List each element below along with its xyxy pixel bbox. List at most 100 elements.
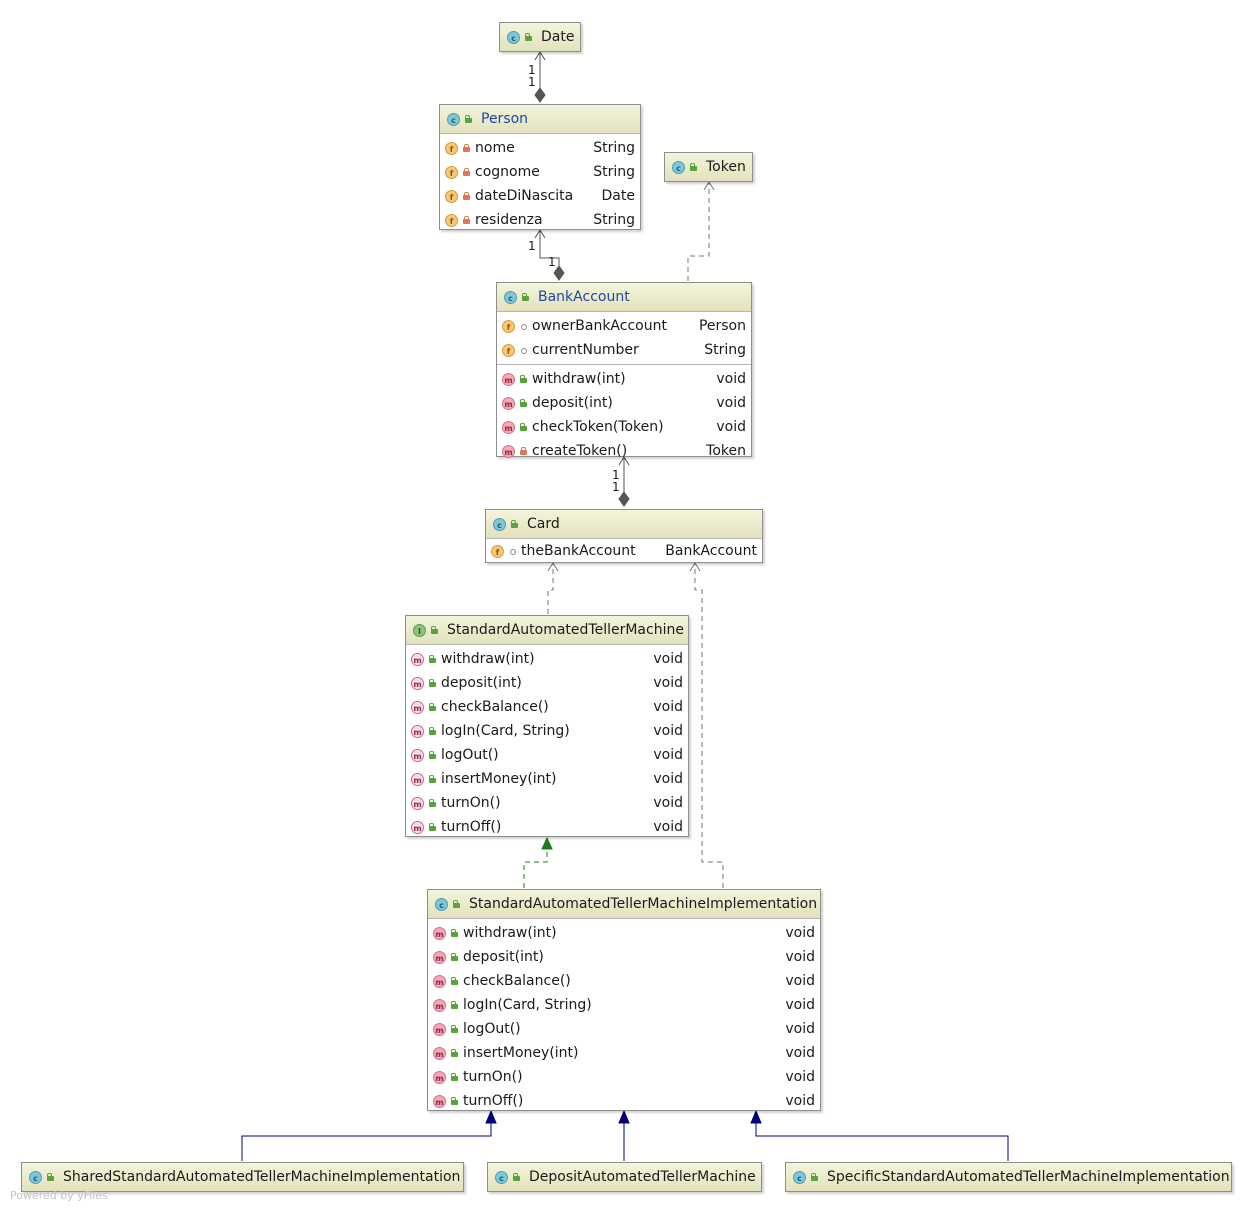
method-return-type: void [653, 771, 683, 787]
class-specific-atm-implementation[interactable]: c SpecificStandardAutomatedTellerMachine… [785, 1162, 1232, 1192]
class-icon: c [672, 160, 685, 174]
method-return-type: void [653, 747, 683, 763]
class-header: c DepositAutomatedTellerMachine [488, 1163, 761, 1191]
field-type: String [593, 164, 635, 180]
class-header: c SharedStandardAutomatedTellerMachineIm… [22, 1163, 463, 1191]
class-deposit-atm[interactable]: c DepositAutomatedTellerMachine [487, 1162, 762, 1192]
private-lock-icon [462, 167, 471, 177]
multiplicity-label: 1 [548, 255, 556, 269]
class-header: c Date [500, 23, 580, 51]
method-icon: m [433, 1094, 446, 1108]
class-name: Date [541, 29, 575, 45]
field-row[interactable]: f dateDiNascita Date [440, 184, 640, 208]
method-row[interactable]: m createToken() Token [497, 439, 751, 463]
class-name: SpecificStandardAutomatedTellerMachineIm… [827, 1169, 1230, 1185]
abstract-method-icon: m [411, 724, 424, 738]
public-visibility-icon [452, 899, 461, 909]
field-row[interactable]: f theBankAccount BankAccount [486, 539, 762, 563]
method-return-type: void [785, 1069, 815, 1085]
private-lock-icon [462, 143, 471, 153]
method-return-type: void [653, 795, 683, 811]
public-visibility-icon [524, 32, 533, 42]
multiplicity-label: 1 [612, 480, 620, 494]
method-row[interactable]: m turnOn() void [428, 1065, 820, 1089]
field-type: BankAccount [665, 543, 757, 559]
method-name: logOut() [463, 1021, 521, 1037]
method-icon: m [433, 1070, 446, 1084]
multiplicity-label: 1 [528, 75, 536, 89]
public-visibility-icon [428, 750, 437, 760]
field-row[interactable]: f ownerBankAccount Person [497, 314, 751, 338]
class-name: StandardAutomatedTellerMachine [447, 622, 684, 638]
class-icon: c [447, 112, 460, 126]
class-token[interactable]: c Token [664, 152, 753, 182]
class-card[interactable]: c Card f theBankAccount BankAccount [485, 509, 763, 563]
method-name: deposit(int) [463, 949, 544, 965]
class-name[interactable]: BankAccount [538, 289, 630, 305]
class-person[interactable]: c Person f nome String f cognome String … [439, 104, 641, 230]
field-type: Date [601, 188, 635, 204]
class-standard-atm-implementation[interactable]: c StandardAutomatedTellerMachineImplemen… [427, 889, 821, 1111]
class-header: c Token [665, 153, 752, 181]
multiplicity-label: 1 [528, 63, 536, 77]
class-icon: c [493, 517, 506, 531]
method-name: turnOn() [463, 1069, 523, 1085]
multiplicity-label: 1 [528, 239, 536, 253]
edge-bankaccount-token-dependency [687, 181, 715, 281]
public-visibility-icon [428, 774, 437, 784]
public-visibility-icon [428, 702, 437, 712]
edge-atm-card-dependency [547, 562, 559, 614]
method-name: insertMoney(int) [441, 771, 557, 787]
method-row[interactable]: m withdraw(int) void [497, 367, 751, 391]
field-row[interactable]: f currentNumber String [497, 338, 751, 362]
field-type: String [704, 342, 746, 358]
public-visibility-icon [450, 1072, 459, 1082]
public-visibility-icon [510, 519, 519, 529]
field-type: Person [698, 318, 746, 334]
field-name: nome [475, 140, 515, 156]
field-row[interactable]: f residenza String [440, 208, 640, 232]
method-row[interactable]: m deposit(int) void [497, 391, 751, 415]
class-shared-atm-implementation[interactable]: c SharedStandardAutomatedTellerMachineIm… [21, 1162, 464, 1192]
method-return-type: void [785, 973, 815, 989]
public-visibility-icon [450, 1048, 459, 1058]
class-icon: c [435, 897, 448, 911]
method-name: withdraw(int) [463, 925, 557, 941]
fields-section: f nome String f cognome String f dateDiN… [440, 133, 640, 234]
class-header: c StandardAutomatedTellerMachineImplemen… [428, 890, 820, 918]
class-header: c BankAccount [497, 283, 751, 311]
method-return-type: Token [706, 443, 746, 459]
method-row[interactable]: m checkToken(Token) void [497, 415, 751, 439]
class-bankaccount[interactable]: c BankAccount f ownerBankAccount Person … [496, 282, 752, 459]
method-return-type: void [653, 699, 683, 715]
public-visibility-icon [46, 1172, 55, 1182]
field-icon: f [502, 319, 515, 333]
fields-section: f theBankAccount BankAccount [486, 538, 762, 563]
class-icon: c [495, 1170, 508, 1184]
field-row[interactable]: f nome String [440, 136, 640, 160]
method-return-type: void [716, 395, 746, 411]
public-visibility-icon [519, 422, 528, 432]
method-name: withdraw(int) [441, 651, 535, 667]
class-header: I StandardAutomatedTellerMachine [406, 616, 688, 644]
class-name[interactable]: Person [481, 111, 529, 127]
field-row[interactable]: f cognome String [440, 160, 640, 184]
class-date[interactable]: c Date [499, 22, 581, 52]
